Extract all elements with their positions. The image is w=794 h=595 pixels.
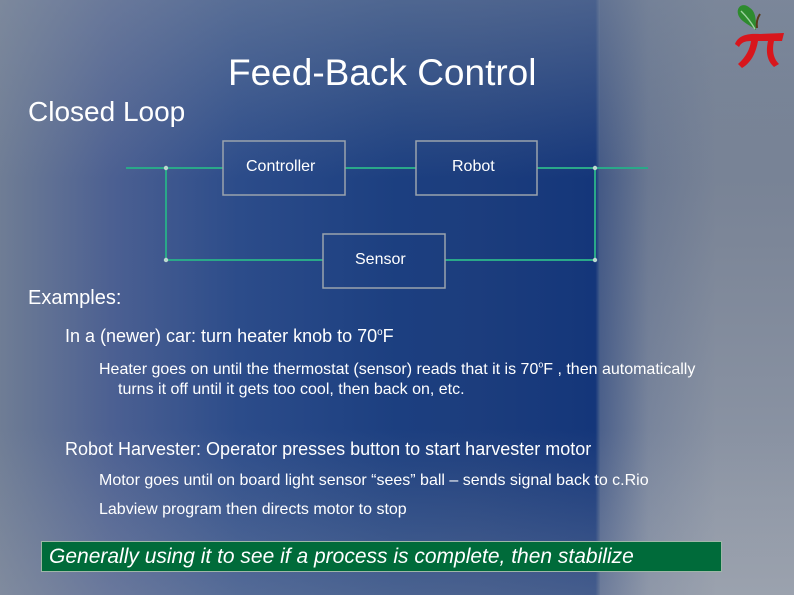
labview-description: Labview program then directs motor to st…	[99, 501, 407, 518]
controller-label: Controller	[246, 158, 316, 175]
summary-callout: Generally using it to see if a process i…	[41, 541, 722, 572]
sensor-label: Sensor	[355, 251, 406, 268]
heater-description: Heater goes on until the thermostat (sen…	[99, 359, 696, 378]
degree-mark: o	[538, 359, 544, 370]
heater-description-continued: turns it off until it gets too cool, the…	[118, 381, 465, 398]
car-example: In a (newer) car: turn heater knob to 70…	[65, 326, 394, 346]
motor-description: Motor goes until on board light sensor “…	[99, 472, 649, 489]
harvester-example: Robot Harvester: Operator presses button…	[65, 439, 592, 459]
slide-subtitle: Closed Loop	[28, 96, 186, 127]
right-panel-background	[600, 0, 794, 595]
degree-mark: o	[377, 327, 383, 338]
controller-box	[222, 140, 346, 196]
pi-apple-logo-icon	[735, 5, 784, 68]
sensor-box	[322, 233, 446, 289]
output-to-sensor-connector	[445, 168, 596, 261]
robot-box	[415, 140, 538, 196]
robot-label: Robot	[452, 158, 495, 175]
sensor-to-input-connector	[165, 168, 323, 261]
slide-title: Feed-Back Control	[228, 52, 537, 93]
examples-heading: Examples:	[28, 287, 122, 309]
